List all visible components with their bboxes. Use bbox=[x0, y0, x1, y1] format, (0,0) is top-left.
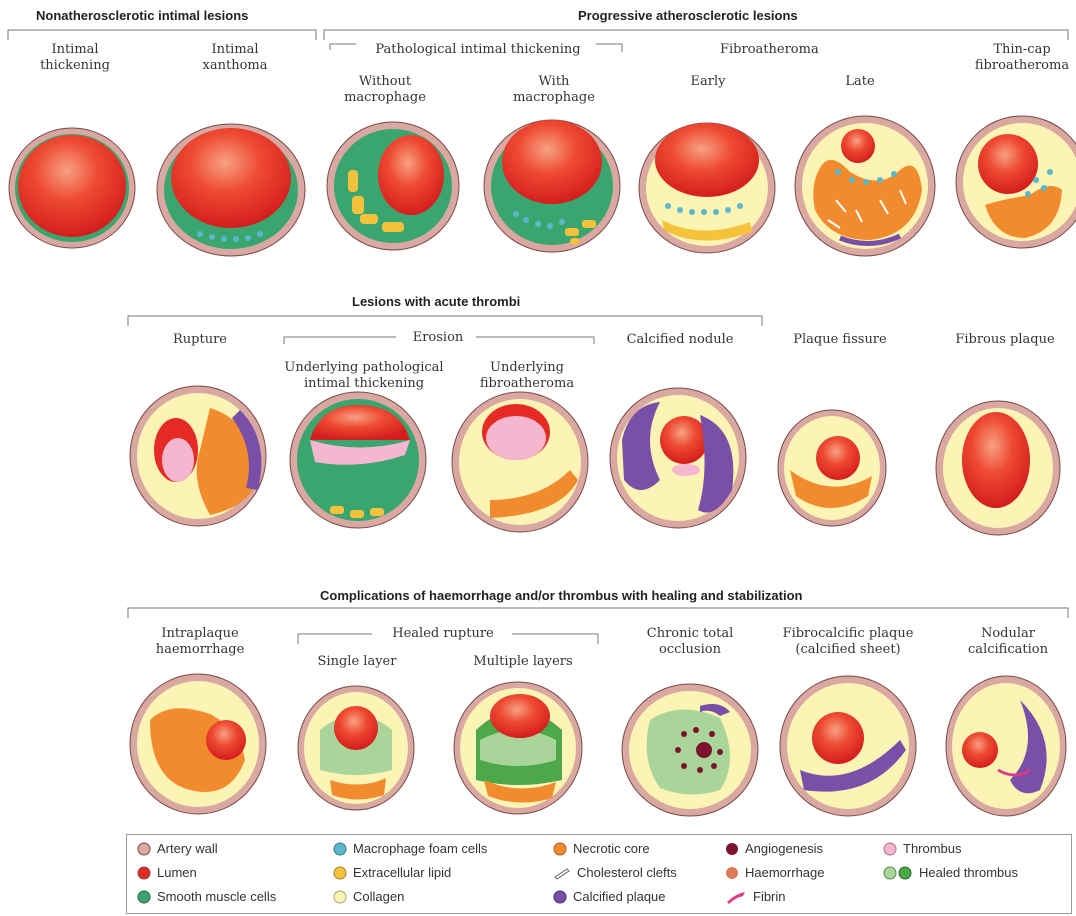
legend-item-artery-wall: Artery wall bbox=[137, 841, 218, 856]
legend-item-cholesterol: Cholesterol clefts bbox=[553, 865, 677, 880]
header-acute-thrombi: Lesions with acute thrombi bbox=[352, 294, 520, 309]
lesion-healed-multiple bbox=[454, 682, 582, 814]
lumen-swatch-icon bbox=[137, 866, 151, 880]
label-fibrous-plaque: Fibrous plaque bbox=[950, 332, 1060, 348]
label-fibrocalcific: Fibrocalcific plaque(calcified sheet) bbox=[776, 626, 920, 658]
header-complications: Complications of haemorrhage and/or thro… bbox=[320, 588, 803, 603]
label-erosion: Erosion bbox=[400, 330, 476, 346]
label-single-layer: Single layer bbox=[312, 654, 402, 670]
thrombus-swatch-icon bbox=[883, 842, 897, 856]
lesion-intimal-xanthoma bbox=[157, 124, 305, 256]
lesion-plaque-fissure bbox=[778, 410, 886, 526]
label-pit-group: Pathological intimal thickening bbox=[360, 42, 596, 58]
collagen-swatch-icon bbox=[333, 890, 347, 904]
legend-item-collagen: Collagen bbox=[333, 889, 404, 904]
lesion-healed-single bbox=[298, 686, 414, 810]
healed-thrombus-swatch-icon bbox=[883, 866, 913, 880]
legend-item-fibrin: Fibrin bbox=[725, 889, 786, 904]
legend-item-extracellular-lipid: Extracellular lipid bbox=[333, 865, 451, 880]
legend-item-necrotic-core: Necrotic core bbox=[553, 841, 650, 856]
haemorrhage-swatch-icon bbox=[725, 866, 739, 880]
smc-swatch-icon bbox=[137, 890, 151, 904]
legend-item-haemorrhage: Haemorrhage bbox=[725, 865, 825, 880]
lipid-swatch-icon bbox=[333, 866, 347, 880]
lesion-intraplaque-haemorrhage bbox=[130, 674, 266, 814]
lesion-rupture bbox=[130, 386, 266, 526]
lesion-late-fibroatheroma bbox=[795, 116, 935, 256]
angiogenesis-swatch-icon bbox=[725, 842, 739, 856]
lesion-early-fibroatheroma bbox=[639, 123, 775, 253]
legend-item-lumen: Lumen bbox=[137, 865, 197, 880]
necrotic-core-swatch-icon bbox=[553, 842, 567, 856]
label-rupture: Rupture bbox=[168, 332, 232, 348]
calcified-swatch-icon bbox=[553, 890, 567, 904]
label-fibroatheroma: Fibroatheroma bbox=[720, 42, 810, 58]
lesion-erosion-fa bbox=[452, 392, 588, 532]
lesion-erosion-pit bbox=[290, 392, 426, 528]
label-healed-rupture: Healed rupture bbox=[378, 626, 508, 642]
legend-item-smc: Smooth muscle cells bbox=[137, 889, 276, 904]
lesion-nodular-calcification bbox=[946, 676, 1066, 816]
lesion-thin-cap-fibroatheroma bbox=[956, 116, 1076, 248]
artery-wall-swatch-icon bbox=[137, 842, 151, 856]
lesion-chronic-total-occlusion bbox=[622, 684, 758, 816]
lesion-fibrocalcific bbox=[780, 676, 916, 816]
legend-item-calcified: Calcified plaque bbox=[553, 889, 666, 904]
fibrin-icon bbox=[725, 890, 747, 904]
label-plaque-fissure: Plaque fissure bbox=[790, 332, 890, 348]
header-progressive: Progressive atherosclerotic lesions bbox=[578, 8, 798, 23]
label-late: Late bbox=[840, 74, 880, 90]
label-early: Early bbox=[688, 74, 728, 90]
legend-item-macrophage: Macrophage foam cells bbox=[333, 841, 487, 856]
legend-item-angiogenesis: Angiogenesis bbox=[725, 841, 823, 856]
lesion-pit-with-macrophage bbox=[484, 120, 620, 252]
macrophage-swatch-icon bbox=[333, 842, 347, 856]
lesion-intimal-thickening bbox=[9, 128, 135, 248]
legend-item-thrombus: Thrombus bbox=[883, 841, 962, 856]
cholesterol-cleft-icon bbox=[553, 866, 571, 880]
lesion-fibrous-plaque bbox=[936, 401, 1060, 535]
lesion-pit-without-macrophage bbox=[327, 122, 459, 250]
label-calcified-nodule: Calcified nodule bbox=[620, 332, 740, 348]
header-nonatherosclerotic: Nonatherosclerotic intimal lesions bbox=[36, 8, 248, 23]
label-multiple-layers: Multiple layers bbox=[468, 654, 578, 670]
legend: Artery wall Lumen Smooth muscle cells Ma… bbox=[126, 834, 1072, 914]
lesion-calcified-nodule bbox=[610, 388, 746, 528]
legend-item-healed-thrombus: Healed thrombus bbox=[883, 865, 1018, 880]
